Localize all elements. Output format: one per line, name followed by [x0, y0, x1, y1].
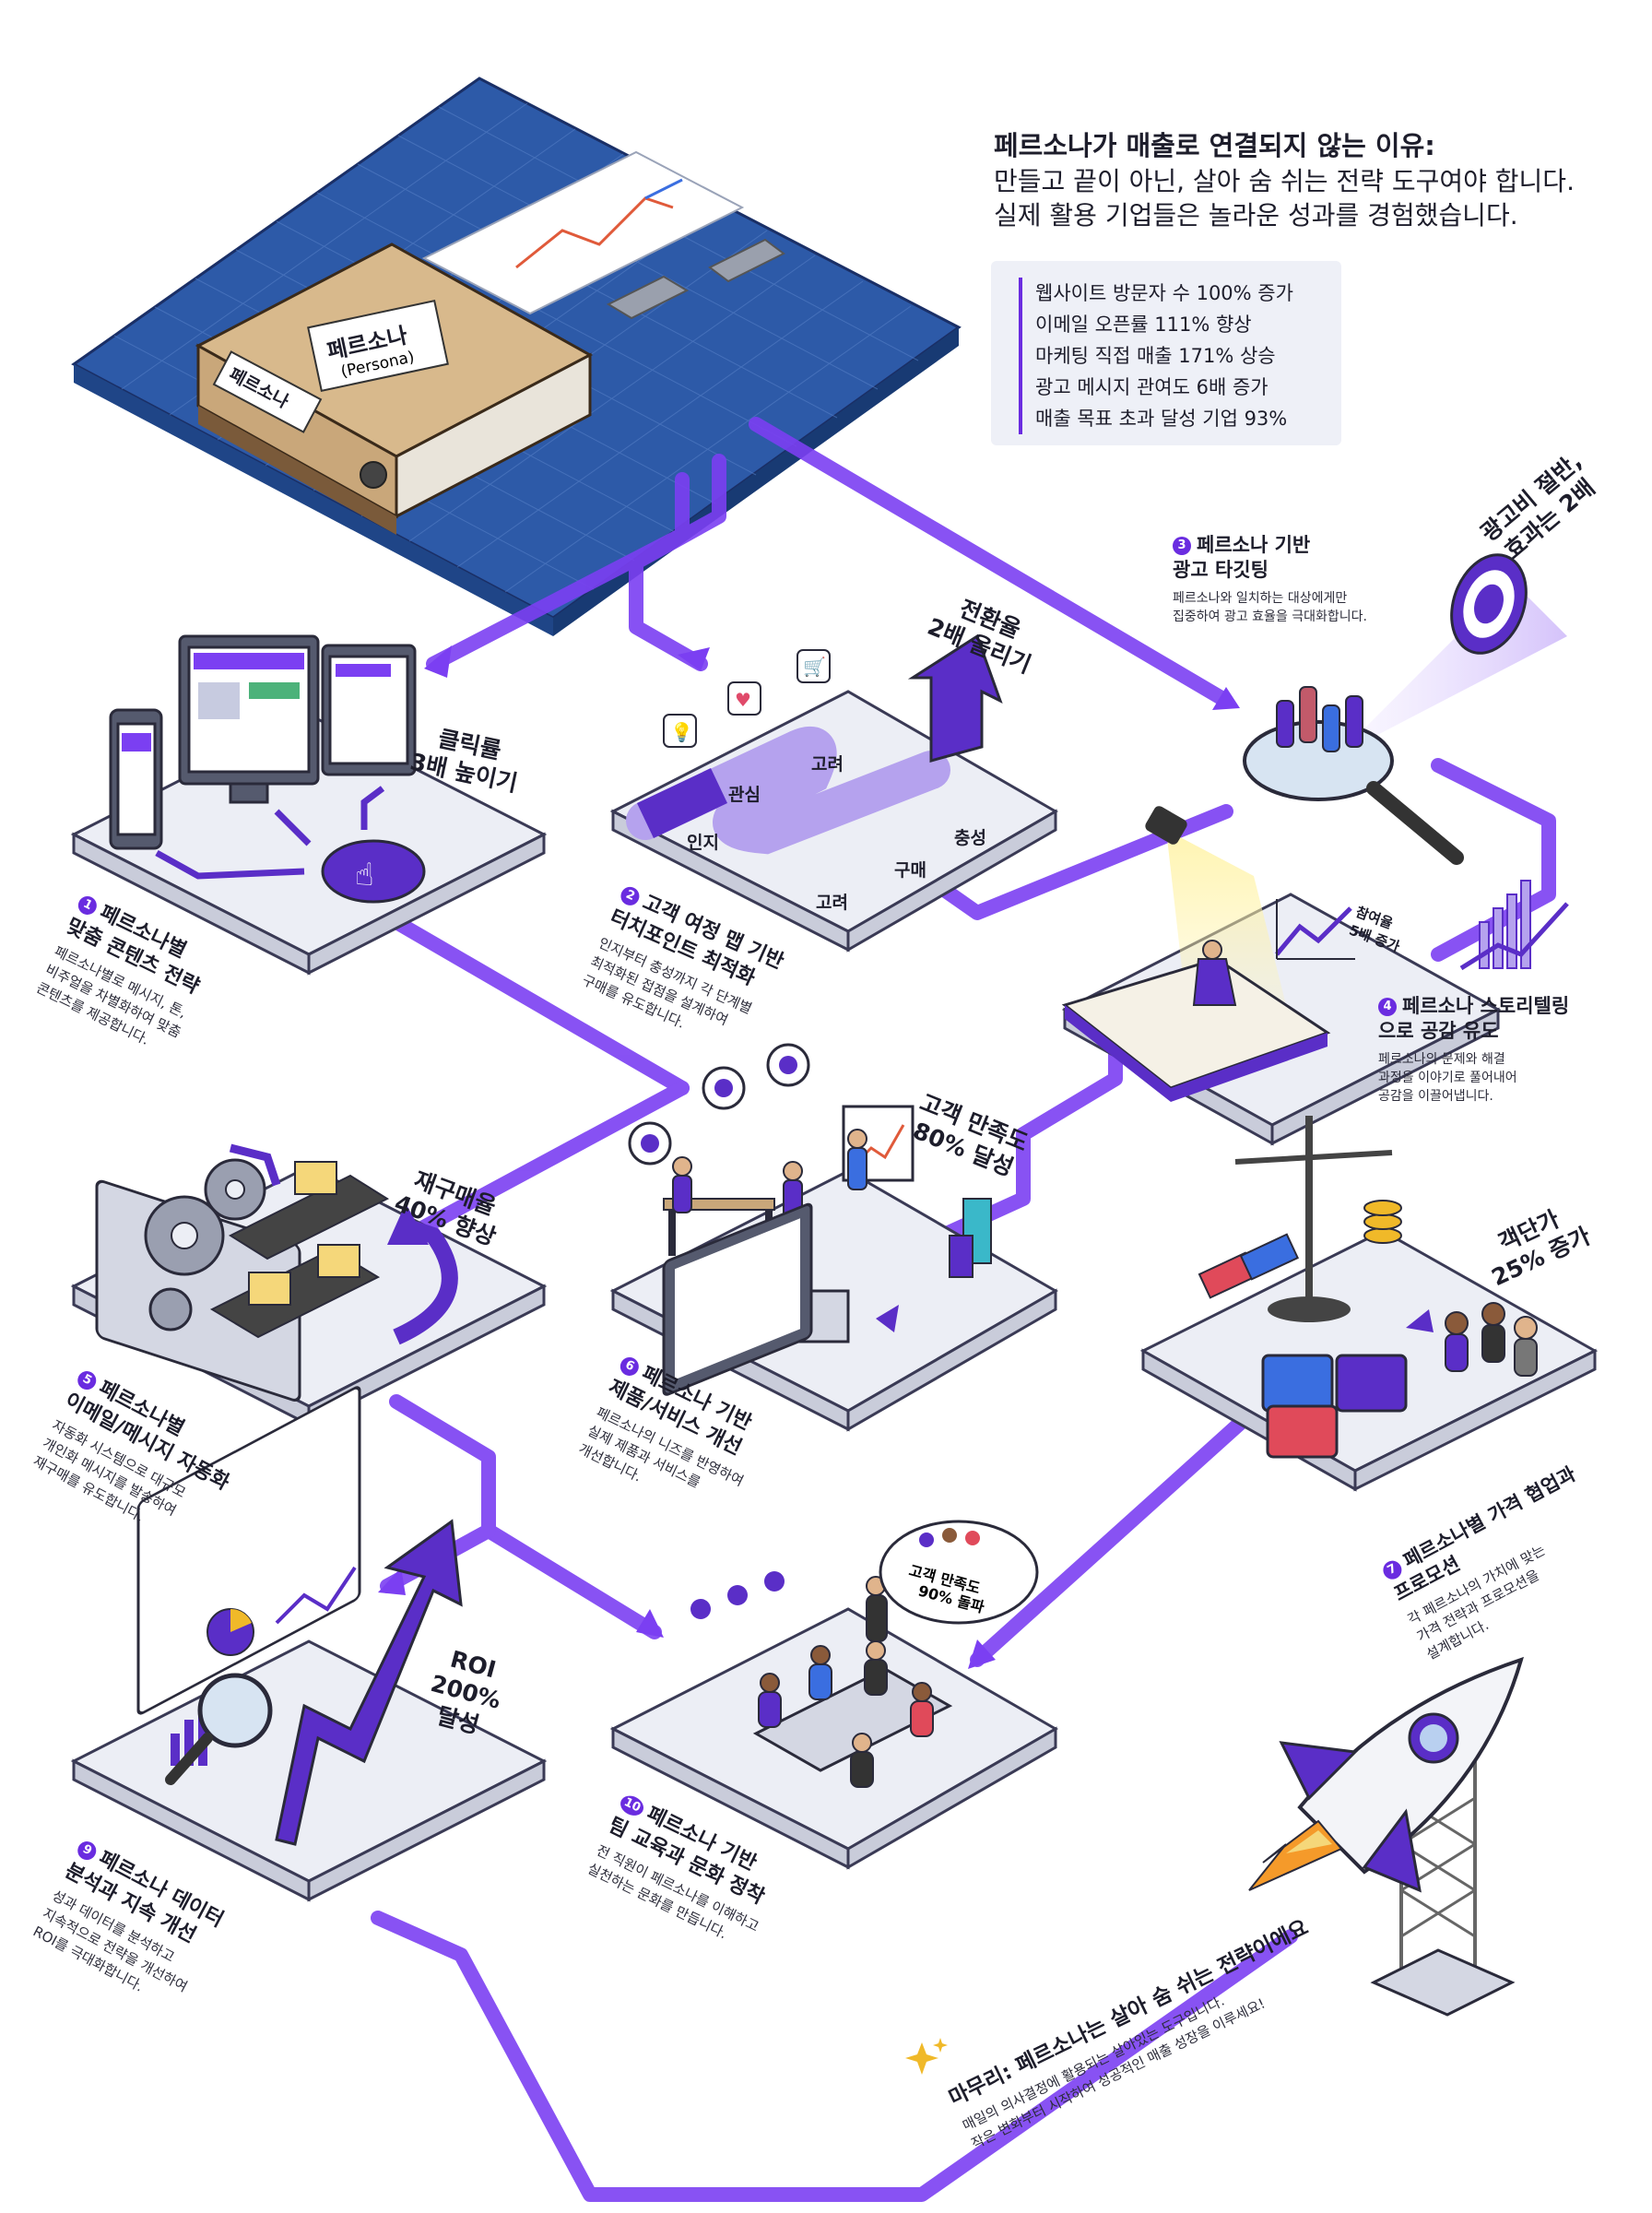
- stat-target-achieved: 매출 목표 초과 달성 기업 93%: [1035, 408, 1288, 430]
- journey-label-interest: 관심: [728, 785, 761, 805]
- step-3-caption: 3 페르소나 기반 광고 타깃팅 페르소나와 일치하는 대상에게만 집중하여 광고…: [1173, 533, 1449, 626]
- step-4-caption: 4 페르소나 스토리텔링 으로 공감 유도 페르소나의 문제와 해결 과정을 이야…: [1378, 994, 1636, 1106]
- step-4-title-l1: 페르소나 스토리텔링: [1402, 995, 1570, 1017]
- storytelling-illustration: [1061, 806, 1569, 1102]
- intro-line-1: 만들고 끝이 아닌, 살아 숨 쉬는 전략 도구여야 합니다.: [994, 165, 1575, 196]
- step-3-desc-l2: 집중하여 광고 효율을 극대화합니다.: [1173, 609, 1367, 624]
- devices-illustration: ☝: [109, 634, 426, 904]
- product-illustration: [628, 1043, 992, 1343]
- journey-label-purchase: 구매: [894, 860, 926, 881]
- persona-binder: 페르소나 (Persona) 페르소나: [195, 243, 594, 535]
- lightbulb-icon: 💡: [670, 721, 693, 743]
- automation-illustration: [95, 1143, 458, 1402]
- step-3-title-l2: 광고 타깃팅: [1173, 559, 1268, 582]
- intro-line-2: 실제 활용 기업들은 놀라운 성과를 경험했습니다.: [994, 200, 1518, 231]
- rocket-illustration: [1248, 1656, 1524, 2017]
- stat-visitors: 웹사이트 방문자 수 100% 증가: [1035, 282, 1293, 304]
- step-4-desc-l1: 페르소나의 문제와 해결: [1378, 1051, 1505, 1067]
- journey-label-consider-2: 고려: [816, 893, 848, 913]
- device-arrows: [155, 786, 385, 880]
- journey-illustration: 💡 ♥ 🛒 인지 관심 고려 고려 구매 충성: [626, 633, 1003, 913]
- targeting-illustration: [1243, 553, 1567, 865]
- stat-email-open: 이메일 오픈률 111% 향상: [1035, 314, 1252, 336]
- stat-ad-engagement: 광고 메시지 관여도 6배 증가: [1035, 376, 1268, 398]
- growth-arrow: [907, 633, 1003, 763]
- stat-marketing-revenue: 마케팅 직접 매출 171% 상승: [1035, 345, 1276, 367]
- step-3-title-l1: 페르소나 기반: [1197, 534, 1311, 556]
- sparkle-icon: [905, 2038, 948, 2075]
- stats-box: 웹사이트 방문자 수 100% 증가 이메일 오픈률 111% 향상 마케팅 직…: [991, 261, 1341, 445]
- pricing-illustration: [1198, 1116, 1538, 1459]
- journey-label-awareness: 인지: [687, 833, 719, 853]
- step-4-desc-l3: 공감을 이끌어냅니다.: [1378, 1089, 1493, 1105]
- analytics-illustration: [136, 1386, 463, 1846]
- step-3-number: 3: [1173, 537, 1191, 555]
- step-4-number: 4: [1378, 998, 1397, 1016]
- intro-block: 페르소나가 매출로 연결되지 않는 이유: 만들고 끝이 아닌, 살아 숨 쉬는…: [994, 129, 1639, 233]
- step-4-desc-l2: 과정을 이야기로 풀어내어: [1378, 1070, 1517, 1085]
- journey-label-loyalty: 충성: [954, 828, 986, 848]
- step-4-title-l2: 으로 공감 유도: [1378, 1020, 1499, 1043]
- cart-icon: 🛒: [803, 656, 826, 678]
- step-3-desc-l1: 페르소나와 일치하는 대상에게만: [1173, 590, 1348, 606]
- journey-label-consider: 고려: [811, 754, 844, 775]
- intro-title: 페르소나가 매출로 연결되지 않는 이유:: [994, 130, 1435, 161]
- meeting-illustration: 고객 만족도 90% 돌파: [662, 1202, 1039, 1788]
- click-hand-icon: ☝: [355, 857, 374, 893]
- heart-icon: ♥: [735, 689, 751, 711]
